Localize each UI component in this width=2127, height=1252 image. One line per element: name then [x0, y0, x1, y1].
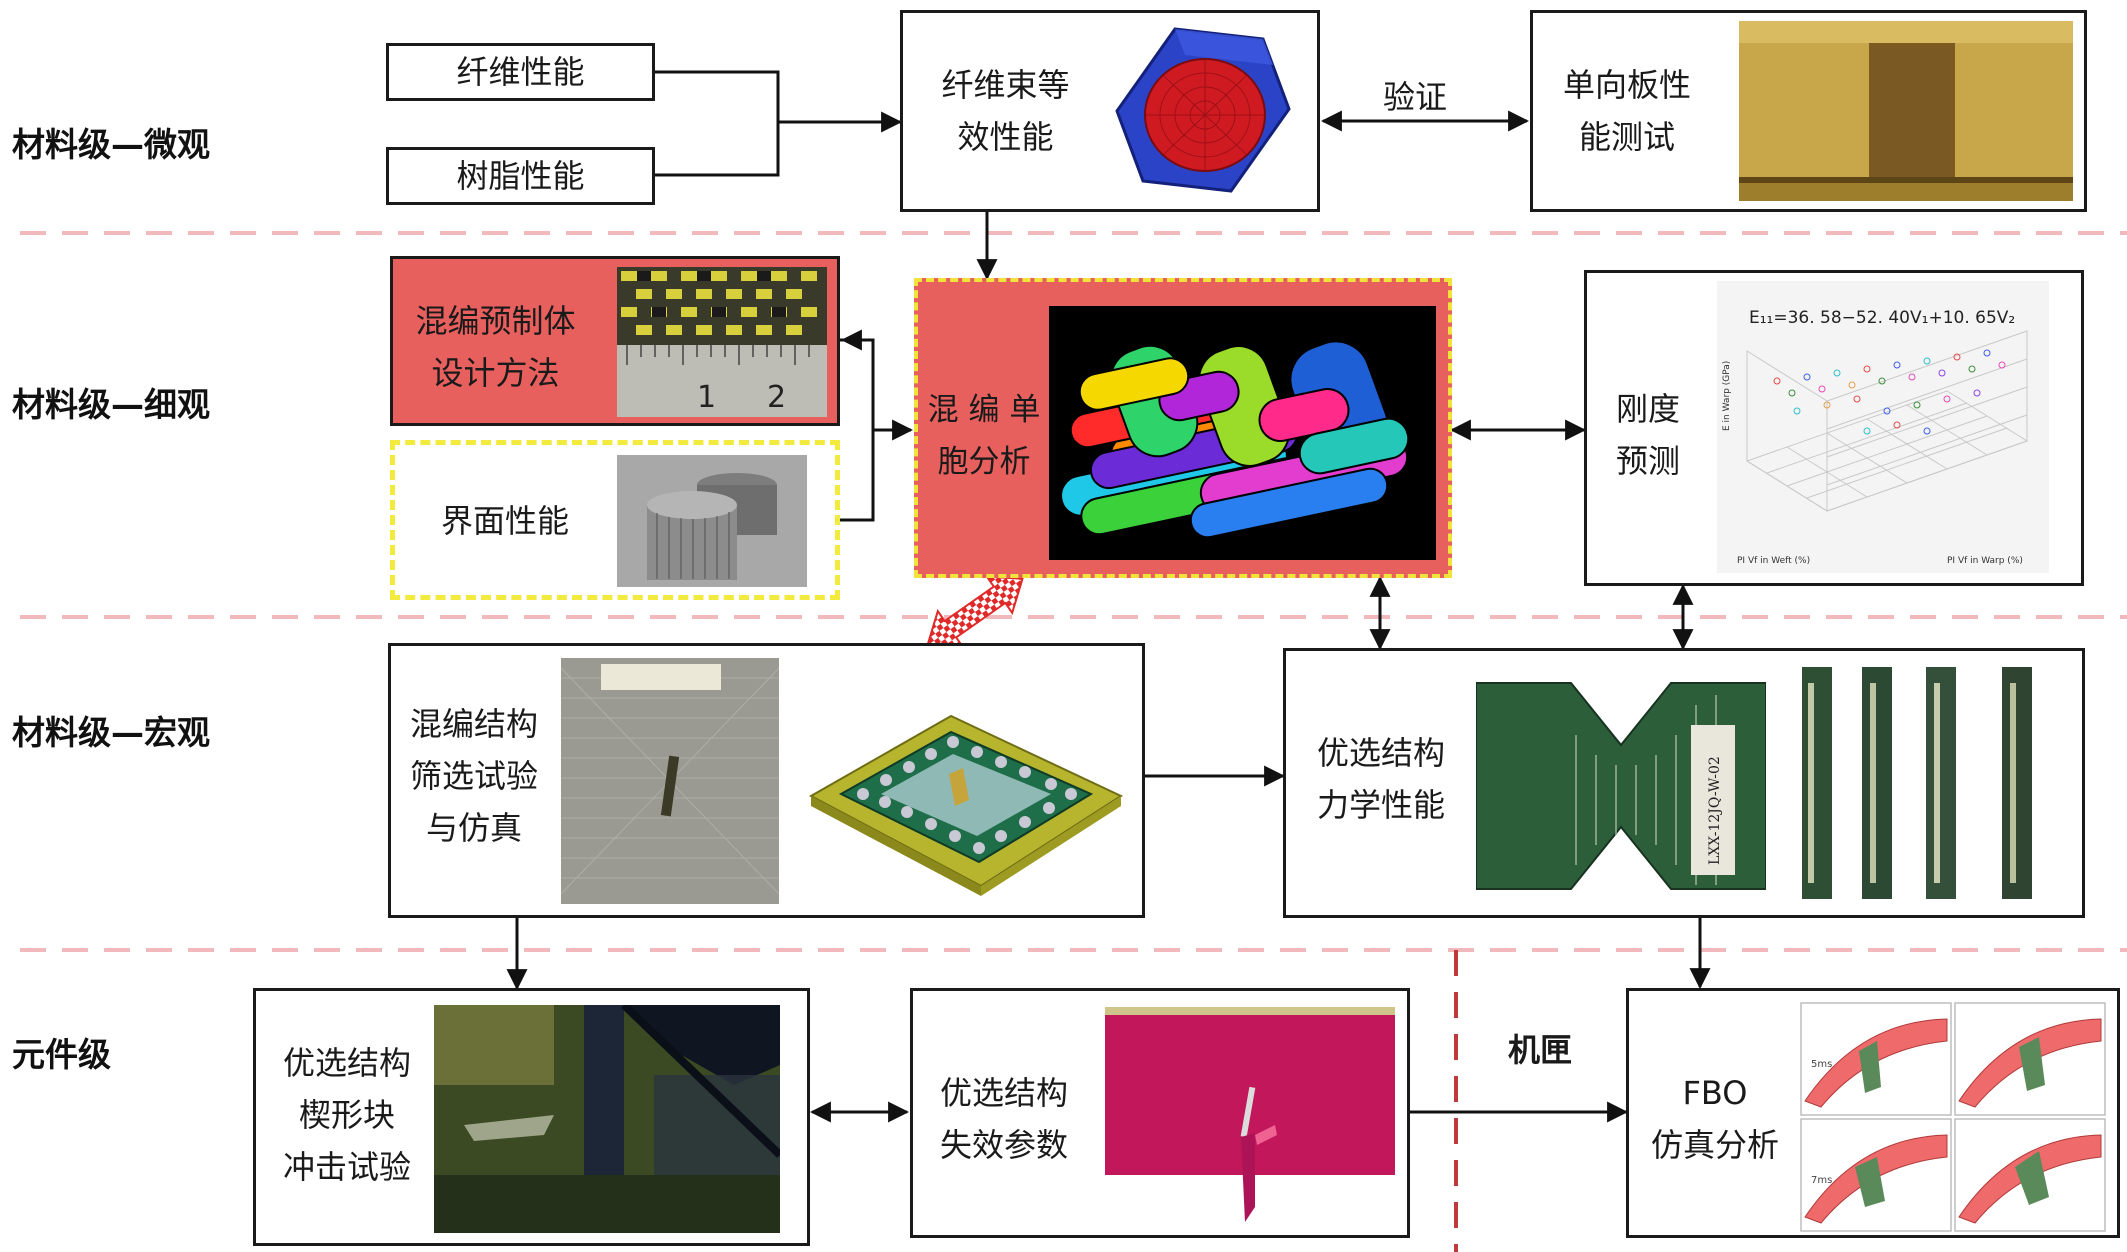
- connector-preform-interface: [840, 338, 875, 522]
- screening-simulation-image: [801, 676, 1131, 896]
- wedge-impact-box: 优选结构楔形块冲击试验: [253, 988, 810, 1246]
- failure-simulation-image: [1105, 1007, 1395, 1225]
- fbo-time-2: 7ms: [1811, 1175, 1832, 1186]
- interface-performance-box: 界面性能: [390, 440, 840, 600]
- unit-cell-model-image: [1049, 306, 1436, 560]
- unidirectional-test-label: 单向板性能测试: [1562, 66, 1691, 156]
- plot-axis-warp: PI Vf in Warp (%): [1947, 556, 2023, 566]
- interface-performance-label: 界面性能: [440, 502, 569, 540]
- fiber-bundle-image: [1113, 25, 1293, 195]
- connector-fiber-resin: [655, 70, 780, 177]
- screening-test-box: 混编结构筛选试验与仿真: [388, 643, 1145, 918]
- fiber-bundle-label: 纤维束等效性能: [941, 66, 1070, 156]
- ruler-mark-1: 1: [697, 380, 716, 415]
- plot-axis-z: E in Warp (GPa): [1722, 361, 1732, 431]
- screening-specimen-image: [561, 658, 779, 904]
- level-micro: 材料级—微观: [12, 125, 210, 164]
- preform-design-label: 混编预制体设计方法: [415, 302, 576, 392]
- fiber-performance-box: 纤维性能: [386, 43, 655, 101]
- specimen-strips-image: [1796, 663, 2044, 903]
- specimen-label: LXX-12JQ-W-02: [1707, 756, 1723, 865]
- unidirectional-test-box: 单向板性能测试: [1530, 10, 2087, 212]
- stiffness-plot-image: E₁₁=36. 58−52. 40V₁+10. 65V₂: [1717, 281, 2049, 573]
- screening-test-label: 混编结构筛选试验与仿真: [409, 705, 538, 847]
- v-notch-specimen-image: LXX-12JQ-W-02: [1476, 665, 1766, 903]
- ruler-mark-2: 2: [767, 380, 786, 415]
- failure-parameter-box: 优选结构失效参数: [910, 988, 1410, 1238]
- casing-label: 机匣: [1508, 1031, 1573, 1069]
- interface-specimen-image: [617, 455, 807, 587]
- unit-cell-box: 混 编 单胞分析: [914, 278, 1452, 578]
- plot-axis-weft: PI Vf in Weft (%): [1737, 556, 1810, 566]
- wedge-impact-label: 优选结构楔形块冲击试验: [282, 1044, 411, 1186]
- mechanical-performance-label: 优选结构力学性能: [1316, 734, 1445, 824]
- stiffness-formula: E₁₁=36. 58−52. 40V₁+10. 65V₂: [1749, 308, 2015, 328]
- fbo-simulation-frames: 5ms 7ms: [1799, 1001, 2109, 1233]
- fbo-time-1: 5ms: [1811, 1059, 1832, 1070]
- preform-weave-image: 1 2: [617, 267, 827, 417]
- failure-parameter-label: 优选结构失效参数: [939, 1074, 1068, 1164]
- unit-cell-label: 混 编 单胞分析: [927, 392, 1041, 480]
- stiffness-prediction-label: 刚度预测: [1615, 390, 1680, 480]
- mechanical-performance-box: 优选结构力学性能 LXX-12JQ-W-02: [1283, 648, 2085, 918]
- verify-label: 验证: [1383, 78, 1448, 116]
- unidirectional-specimen-image: [1739, 21, 2073, 201]
- wedge-impact-photo: [434, 1005, 780, 1233]
- level-macro: 材料级—宏观: [12, 713, 210, 752]
- resin-performance-box: 树脂性能: [386, 147, 655, 205]
- level-component: 元件级: [12, 1035, 111, 1074]
- level-meso: 材料级—细观: [12, 385, 210, 424]
- fiber-bundle-box: 纤维束等效性能: [900, 10, 1320, 212]
- stiffness-prediction-box: 刚度预测 E₁₁=36. 58−52. 40V₁+10. 65V₂: [1584, 270, 2084, 586]
- fiber-performance-label: 纤维性能: [456, 53, 585, 91]
- preform-design-box: 混编预制体设计方法: [390, 256, 840, 426]
- resin-performance-label: 树脂性能: [456, 157, 585, 195]
